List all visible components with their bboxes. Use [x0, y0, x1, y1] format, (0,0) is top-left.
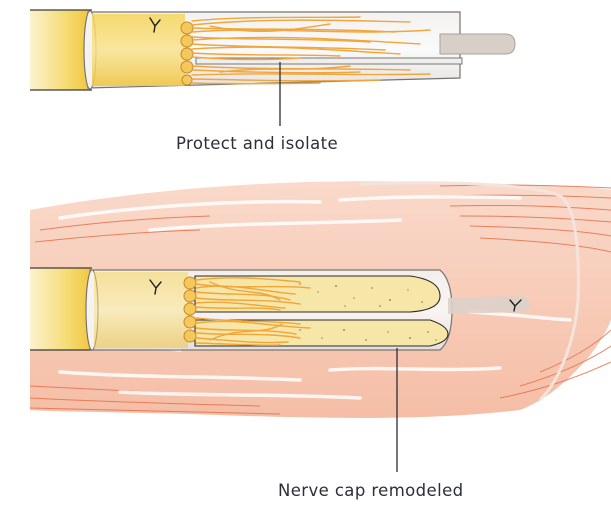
top-cap-plug	[440, 34, 515, 54]
bottom-cap-plug	[448, 296, 530, 314]
bottom-illustration	[30, 181, 611, 472]
top-nerve-stump	[30, 10, 90, 90]
label-nerve-cap-remodeled: Nerve cap remodeled	[278, 481, 464, 500]
top-illustration	[30, 10, 515, 126]
label-protect-and-isolate: Protect and isolate	[176, 134, 338, 153]
bottom-nerve-stump	[30, 268, 92, 350]
